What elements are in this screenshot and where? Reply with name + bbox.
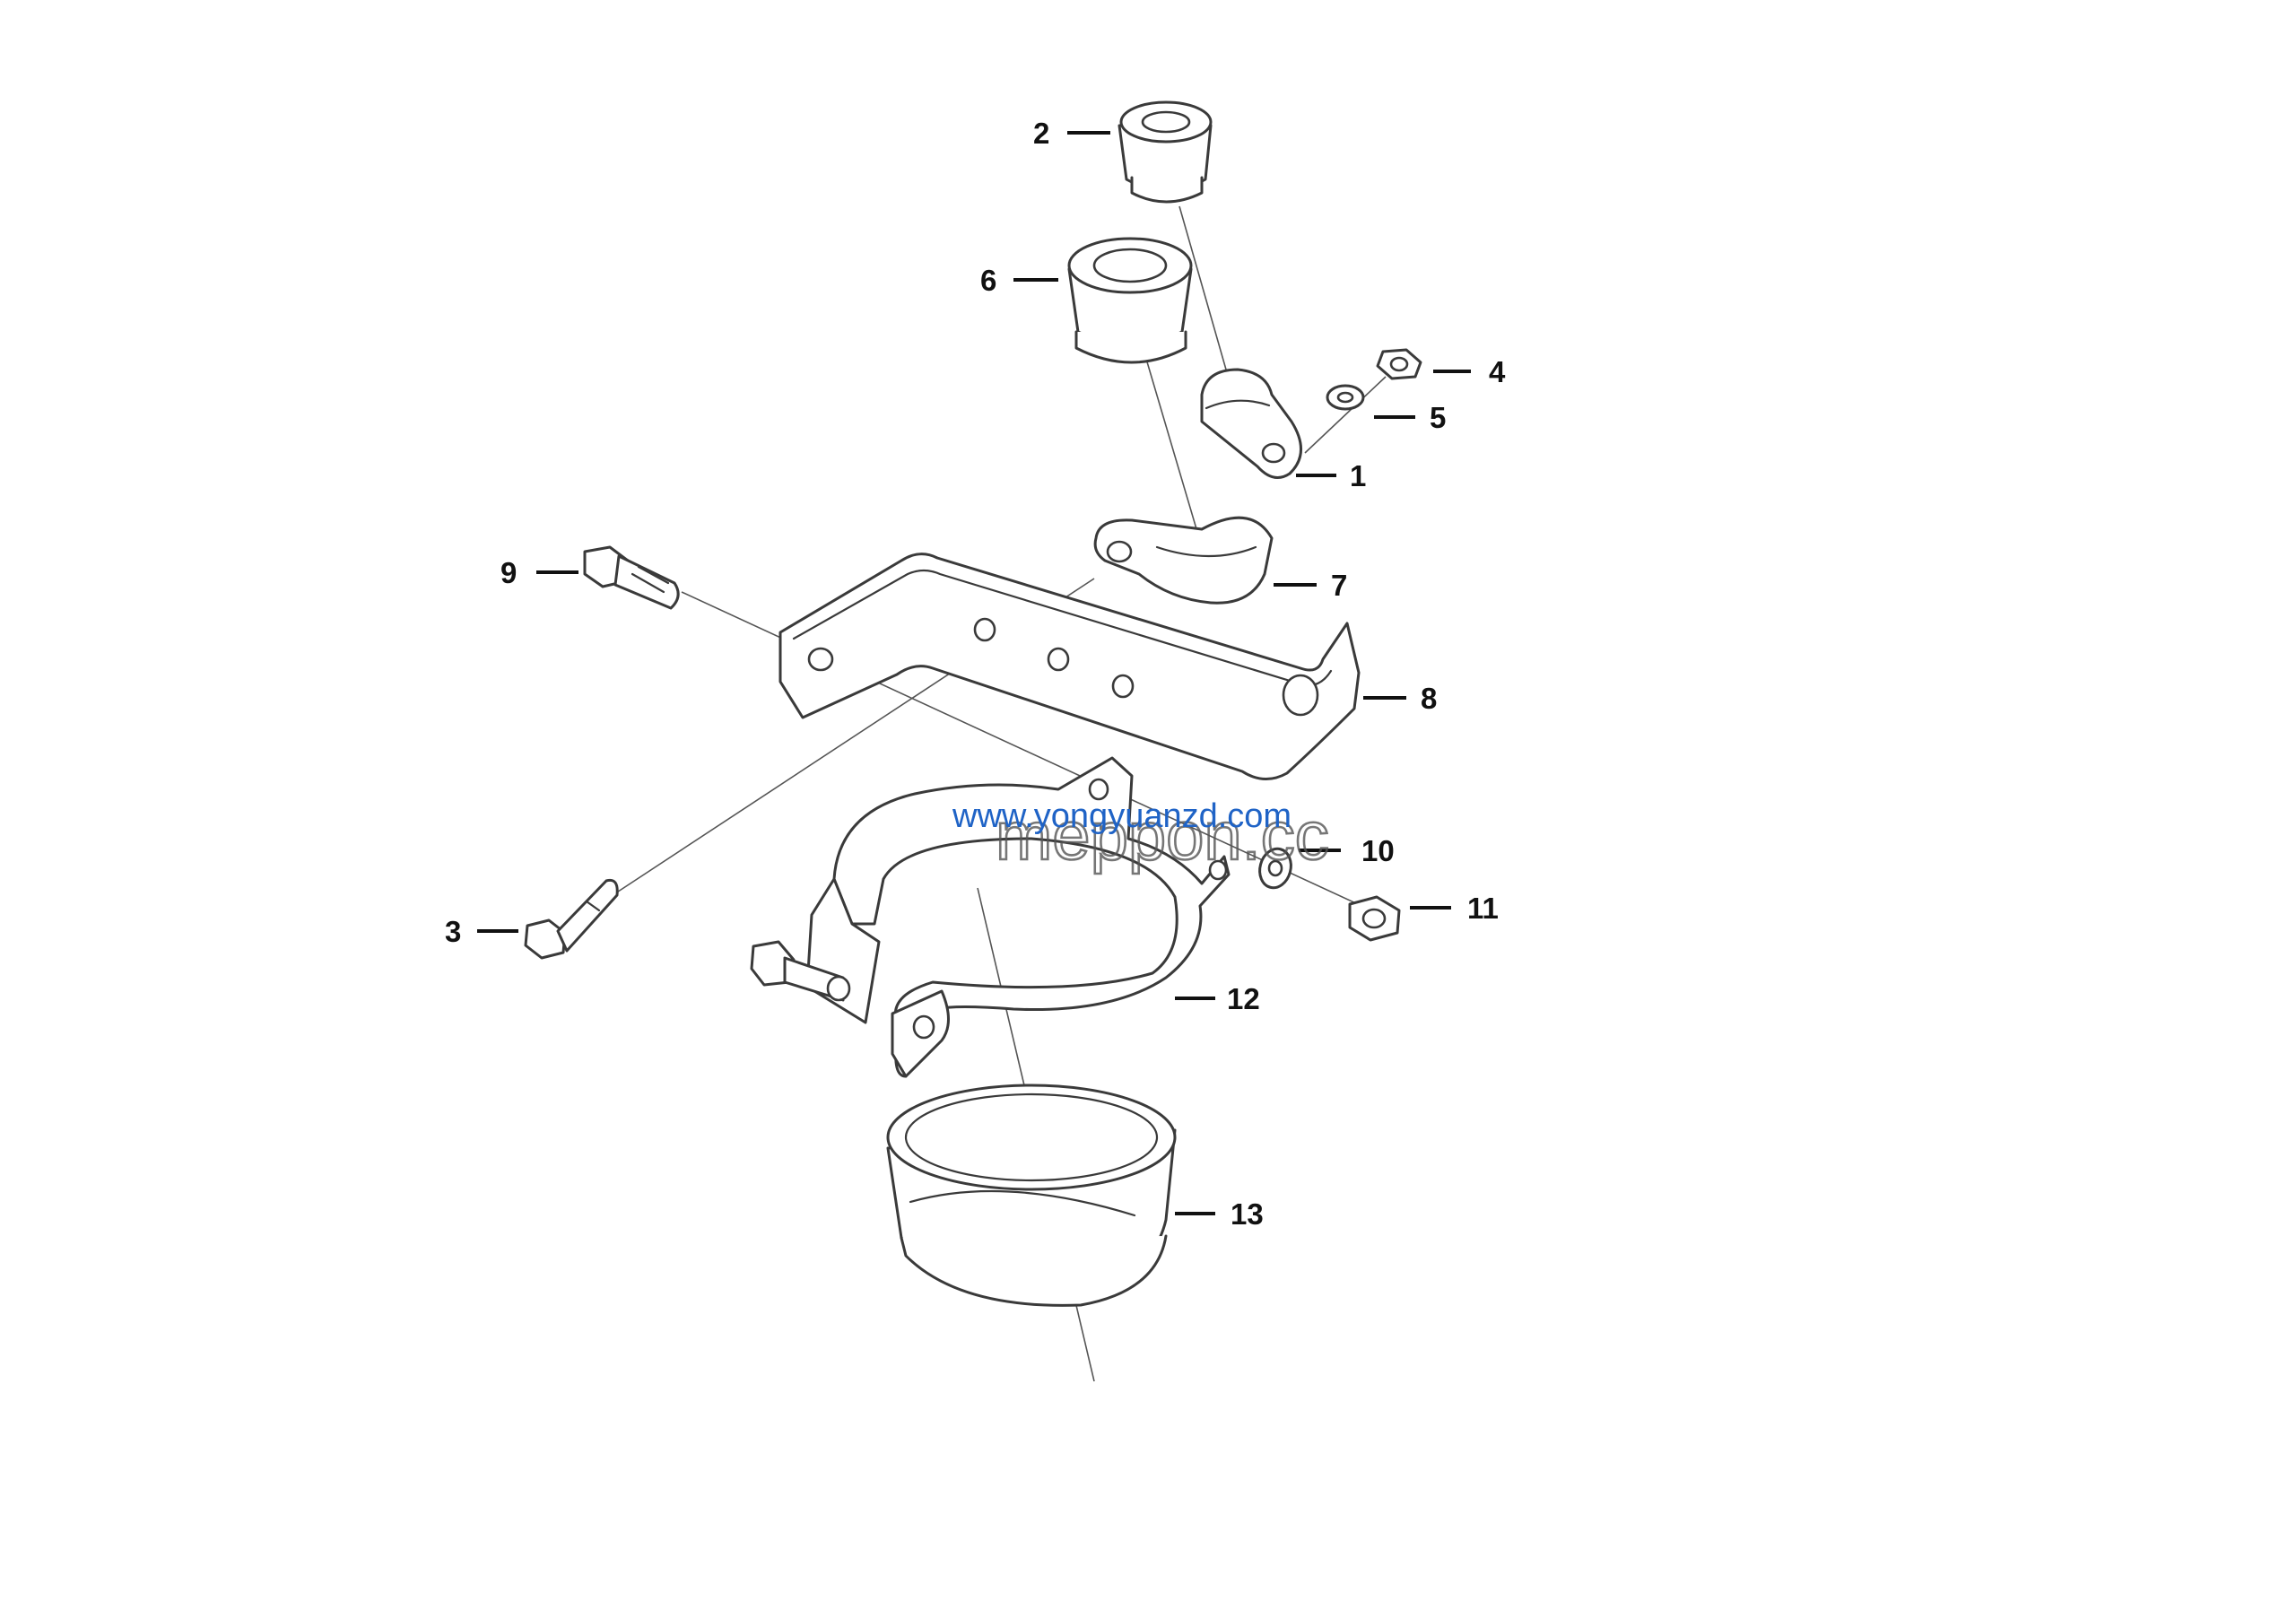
leader-lines xyxy=(477,131,1471,1215)
callout-2: 2 xyxy=(1033,117,1049,150)
callout-labels: 2 6 4 5 1 7 8 9 10 11 12 3 13 xyxy=(445,117,1506,1231)
part-5-washer xyxy=(1326,384,1365,411)
part-2-small-bush xyxy=(1118,100,1213,204)
watermark: meppon.cc www.yongyuanzd.com xyxy=(952,797,1330,876)
part-12-pipe-clamp xyxy=(750,756,1231,1078)
callout-10: 10 xyxy=(1361,834,1395,867)
callout-12: 12 xyxy=(1227,982,1260,1015)
callout-1: 1 xyxy=(1350,459,1366,492)
part-3-bolt xyxy=(524,878,619,960)
part-11-nut xyxy=(1348,895,1401,942)
part-10-washer xyxy=(1258,847,1292,890)
watermark-logo: meppon.cc xyxy=(996,798,1329,875)
callout-9: 9 xyxy=(500,556,517,589)
part-7-large-strap-clamp xyxy=(1093,516,1274,605)
watermark-url: www.yongyuanzd.com xyxy=(952,797,1292,835)
callout-6: 6 xyxy=(980,264,996,297)
part-13-ring-sleeve xyxy=(886,1084,1177,1307)
part-9-bolt xyxy=(583,545,680,610)
callout-3: 3 xyxy=(445,915,461,948)
callout-8: 8 xyxy=(1421,682,1437,715)
callout-5: 5 xyxy=(1430,401,1446,434)
part-8-bracket xyxy=(778,553,1361,780)
callout-7: 7 xyxy=(1331,569,1347,602)
callout-13: 13 xyxy=(1231,1197,1264,1231)
part-1-small-strap-clamp xyxy=(1200,368,1302,479)
callout-11: 11 xyxy=(1467,892,1499,925)
callout-4: 4 xyxy=(1489,355,1506,388)
part-6-large-bush xyxy=(1067,237,1193,364)
part-4-nut xyxy=(1376,348,1422,380)
